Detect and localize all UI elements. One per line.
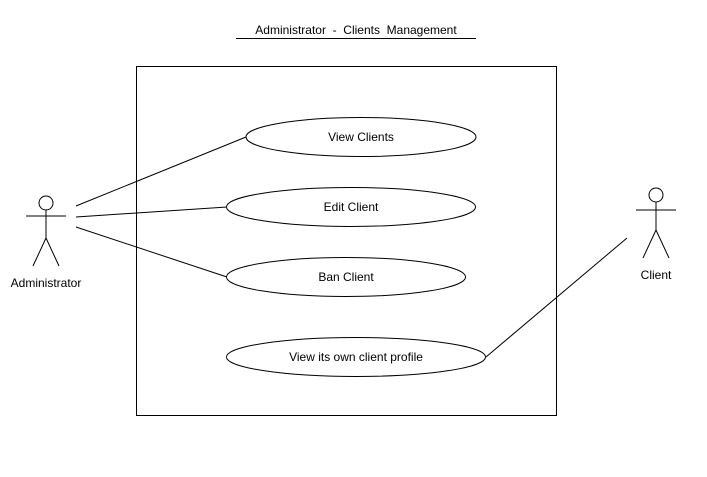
use-case-ellipse	[226, 257, 466, 297]
use-case-label: Ban Client	[318, 270, 374, 284]
actor-label: Client	[641, 268, 672, 282]
association-client-view-profile	[485, 237, 628, 358]
diagram-title: Administrator - Clients Management	[255, 23, 457, 37]
use-case-ban-client: Ban Client	[226, 257, 466, 297]
actor-administrator: Administrator	[11, 195, 82, 290]
use-case-ellipse	[226, 187, 476, 227]
use-case-label: Edit Client	[324, 200, 379, 214]
actor-label: Administrator	[11, 276, 82, 290]
use-case-label: View its own client profile	[289, 350, 423, 364]
use-case-edit-client: Edit Client	[226, 187, 476, 227]
association-admin-ban-client	[75, 226, 231, 279]
association-admin-view-clients	[75, 136, 247, 207]
use-case-label: View Clients	[328, 130, 394, 144]
stick-figure-icon	[636, 187, 676, 259]
use-case-ellipse	[245, 117, 477, 157]
stick-figure-icon	[26, 195, 66, 267]
association-admin-edit-client	[75, 206, 228, 218]
system-boundary	[136, 66, 557, 416]
actor-client: Client	[636, 187, 676, 282]
use-case-ellipse	[226, 337, 486, 377]
use-case-view-own-profile: View its own client profile	[226, 337, 486, 377]
use-case-view-clients: View Clients	[245, 117, 477, 157]
